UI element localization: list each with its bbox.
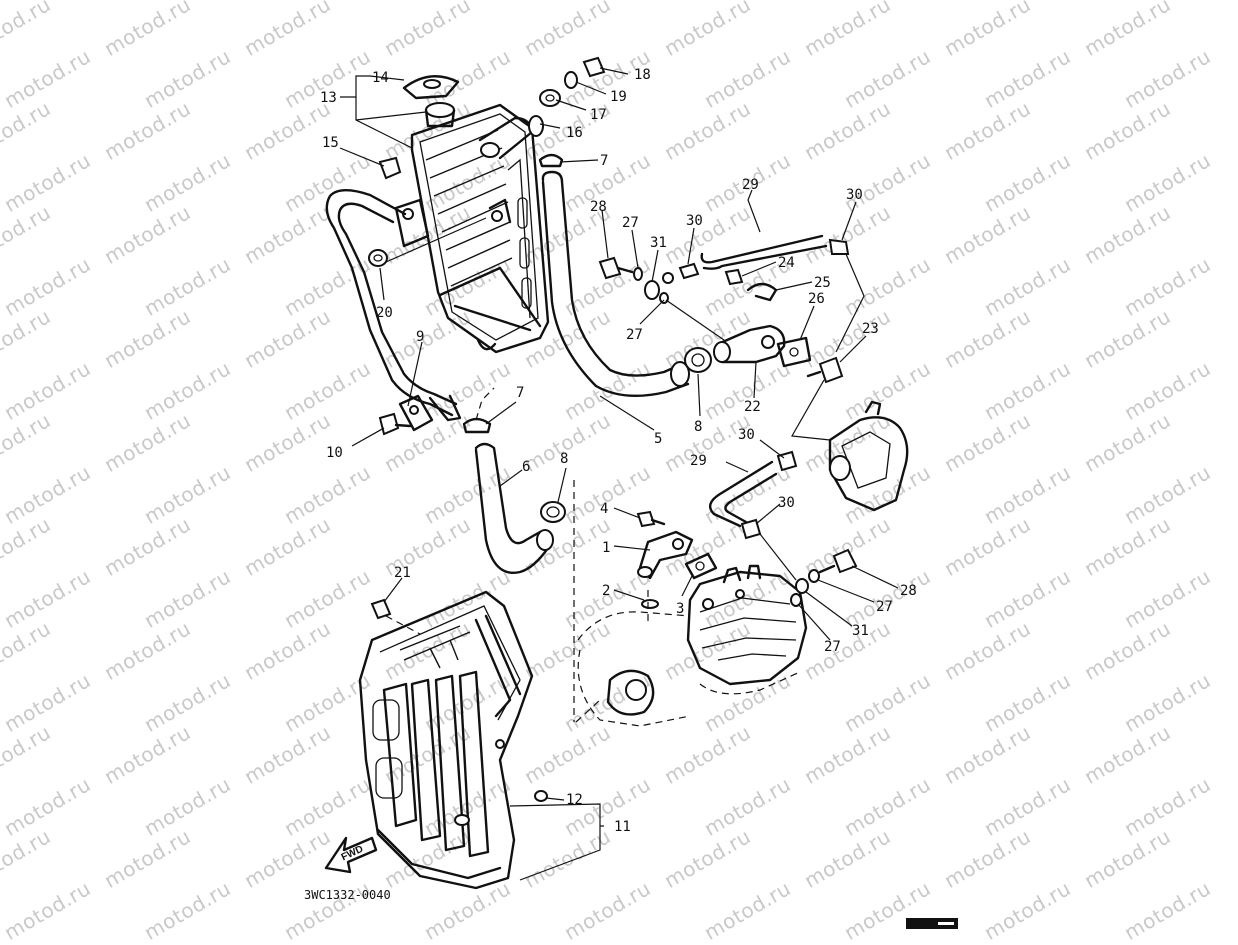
callout-p10: 10: [326, 445, 343, 461]
callout-p26: 26: [808, 291, 825, 307]
callout-p29a: 29: [742, 177, 759, 193]
callout-p17: 17: [590, 107, 607, 123]
bolt-set-lower: [790, 548, 858, 607]
breather-hose-29-lower: [708, 460, 778, 528]
callout-p16: 16: [566, 125, 583, 141]
bolt-23: [806, 356, 844, 384]
fittings-16-19: [528, 56, 606, 137]
callout-p20: 20: [376, 305, 393, 321]
callout-p29b: 29: [690, 453, 707, 469]
callout-p30c: 30: [738, 427, 755, 443]
callout-p12: 12: [566, 792, 583, 808]
callout-p30b: 30: [846, 187, 863, 203]
callout-p31a: 31: [650, 235, 667, 251]
guard-pipe: [325, 189, 462, 432]
bolt-24-bracket-25: [724, 268, 778, 302]
outlet-fitting-22: [713, 324, 786, 364]
clamp-8-upper: [684, 347, 712, 373]
radiator-cap: [402, 75, 460, 100]
callout-p5: 5: [654, 431, 663, 447]
callout-p27c: 27: [876, 599, 893, 615]
callout-p30a: 30: [686, 213, 703, 229]
clamp-7-lower: [462, 417, 492, 434]
gasket-3: [684, 552, 718, 580]
callout-p2: 2: [602, 583, 611, 599]
breather-hose-29-upper: [700, 234, 828, 270]
clamp-30: [678, 238, 850, 280]
carburetor: [828, 400, 909, 512]
callout-p30d: 30: [778, 495, 795, 511]
oring-2: [641, 599, 659, 609]
callout-p19: 19: [610, 89, 627, 105]
scale-mark: [906, 918, 958, 929]
callout-p28b: 28: [900, 583, 917, 599]
bolt-15: [378, 156, 402, 180]
callout-p27d: 27: [824, 639, 841, 655]
callout-p9: 9: [416, 329, 425, 345]
bolt-10: [378, 412, 412, 436]
radiator: [394, 102, 550, 354]
callout-p14: 14: [372, 70, 389, 86]
gasket-26: [776, 336, 812, 368]
callout-p27a: 27: [622, 215, 639, 231]
hose-6: [474, 442, 554, 575]
callout-p6: 6: [522, 459, 531, 475]
leader-lines: [339, 67, 899, 881]
callout-p11: 11: [614, 819, 631, 835]
callout-p13: 13: [320, 90, 337, 106]
hose-5: [541, 170, 690, 397]
callout-p22: 22: [744, 399, 761, 415]
callout-p8a: 8: [694, 419, 703, 435]
water-pipe-1: [637, 530, 694, 580]
callout-p23: 23: [862, 321, 879, 337]
callout-p31b: 31: [852, 623, 869, 639]
callout-p7b: 7: [516, 385, 525, 401]
callout-p27b: 27: [626, 327, 643, 343]
grommet-20: [368, 249, 388, 267]
callout-p28a: 28: [590, 199, 607, 215]
bolt-set-upper: [598, 256, 674, 304]
grommet-12: [534, 790, 548, 802]
callout-p1: 1: [602, 540, 611, 556]
callout-p8b: 8: [560, 451, 569, 467]
callout-p24: 24: [778, 255, 795, 271]
radiator-cover: [358, 590, 534, 890]
bolt-4: [636, 510, 666, 528]
screw-21: [370, 598, 421, 635]
clamp-7-upper: [538, 153, 564, 168]
clamp-8-lower: [540, 501, 566, 523]
callout-p4: 4: [600, 501, 609, 517]
callout-p25: 25: [814, 275, 831, 291]
callout-p21: 21: [394, 565, 411, 581]
callout-p15: 15: [322, 135, 339, 151]
callout-p3: 3: [676, 601, 685, 617]
diagram-code: 3WC1332-0040: [304, 888, 391, 902]
callout-p18: 18: [634, 67, 651, 83]
callout-p7a: 7: [600, 153, 609, 169]
forward-arrow: [324, 836, 378, 874]
engine-cylinder: [577, 564, 808, 727]
